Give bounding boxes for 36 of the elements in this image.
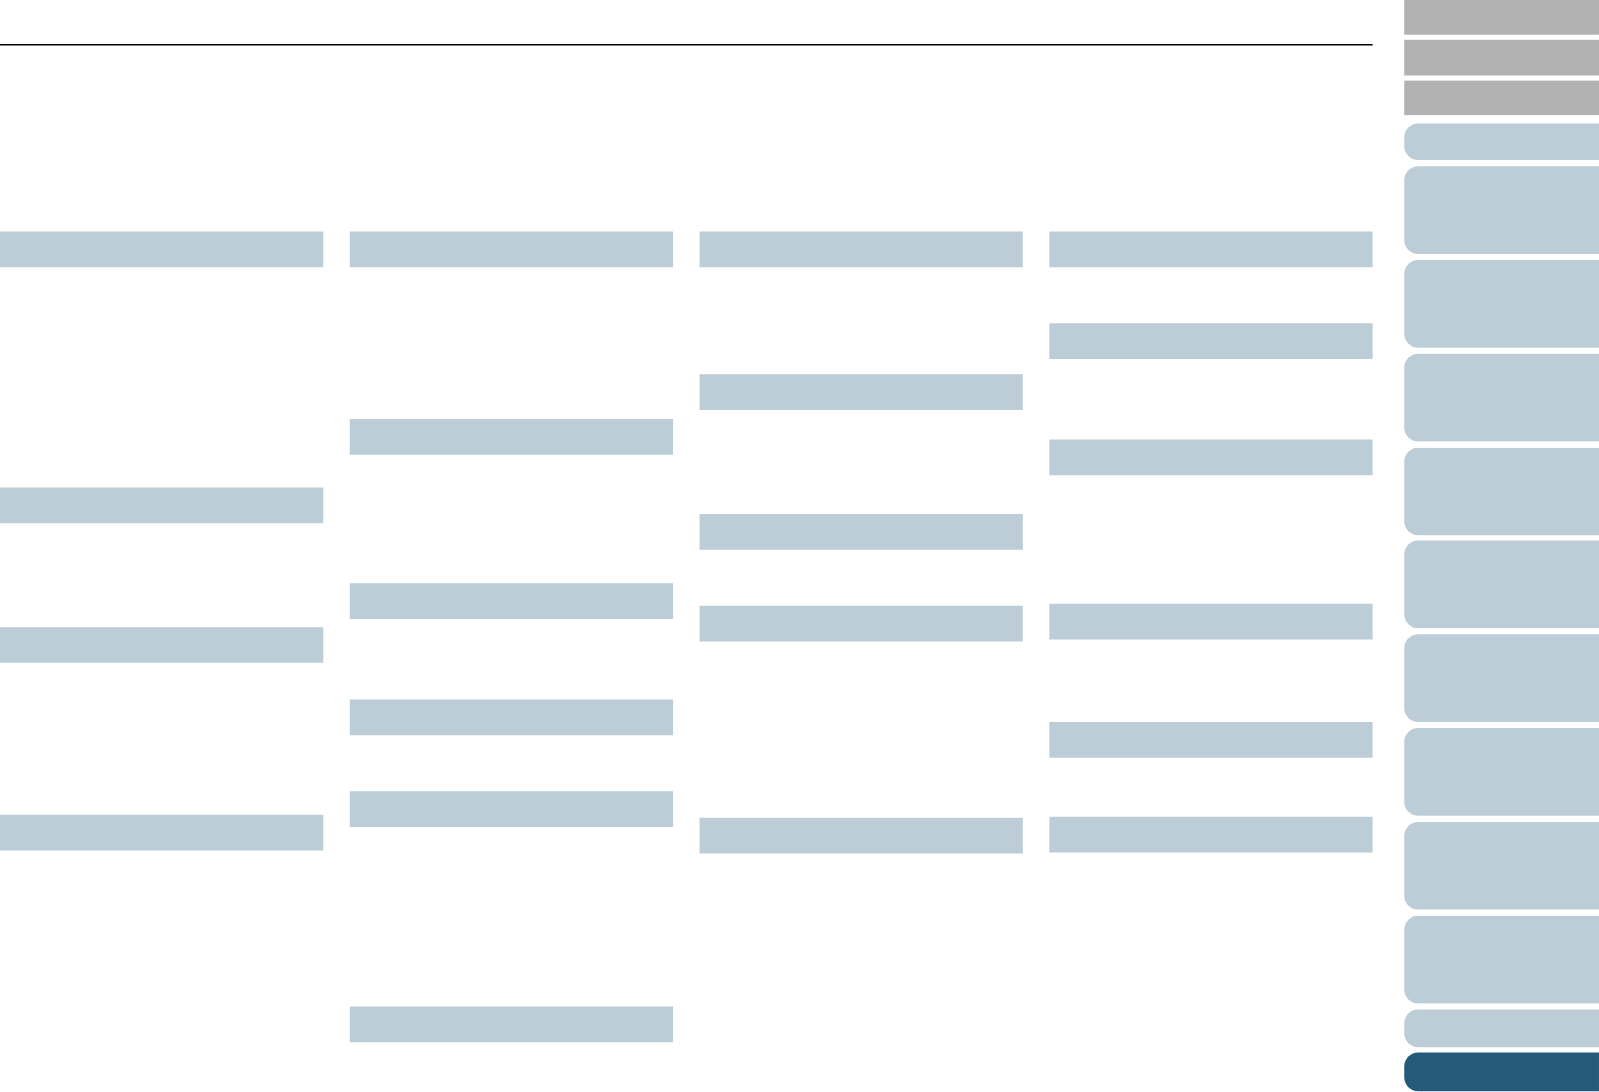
navigation-tab — [1404, 447, 1599, 536]
section-header-bar — [349, 1006, 674, 1043]
section-header-bar — [1049, 439, 1373, 476]
navigation-tab — [1404, 821, 1599, 910]
navigation-tab — [1404, 1052, 1599, 1092]
section-header-bar — [0, 231, 324, 268]
section-header-bar — [1049, 323, 1373, 359]
navigation-tab — [1404, 39, 1599, 76]
navigation-tab — [1404, 123, 1599, 161]
navigation-tab — [1404, 80, 1599, 116]
navigation-tab — [1404, 915, 1599, 1004]
section-header-bar — [699, 605, 1023, 642]
section-header-bar — [699, 374, 1023, 410]
section-header-bar — [699, 231, 1023, 268]
navigation-tab — [1404, 634, 1599, 722]
navigation-tab — [1404, 540, 1599, 629]
section-header-bar — [699, 513, 1023, 550]
section-header-bar — [349, 699, 674, 736]
navigation-tab — [1404, 728, 1599, 816]
section-header-bar — [1049, 816, 1373, 853]
section-header-bar — [0, 487, 324, 524]
section-header-bar — [1049, 231, 1373, 268]
section-header-bar — [0, 627, 324, 663]
navigation-tab — [1404, 166, 1599, 254]
section-header-bar — [0, 814, 324, 851]
navigation-tab — [1404, 1009, 1599, 1048]
section-header-bar — [349, 419, 674, 455]
section-header-bar — [349, 791, 674, 827]
section-header-bar — [349, 583, 674, 619]
section-header-bar — [699, 817, 1023, 854]
navigation-tab — [1404, 353, 1599, 442]
navigation-tab — [1404, 0, 1599, 35]
section-header-bar — [1049, 603, 1373, 640]
section-header-bar — [1049, 722, 1373, 758]
section-header-bar — [349, 231, 674, 268]
navigation-tab — [1404, 260, 1599, 348]
